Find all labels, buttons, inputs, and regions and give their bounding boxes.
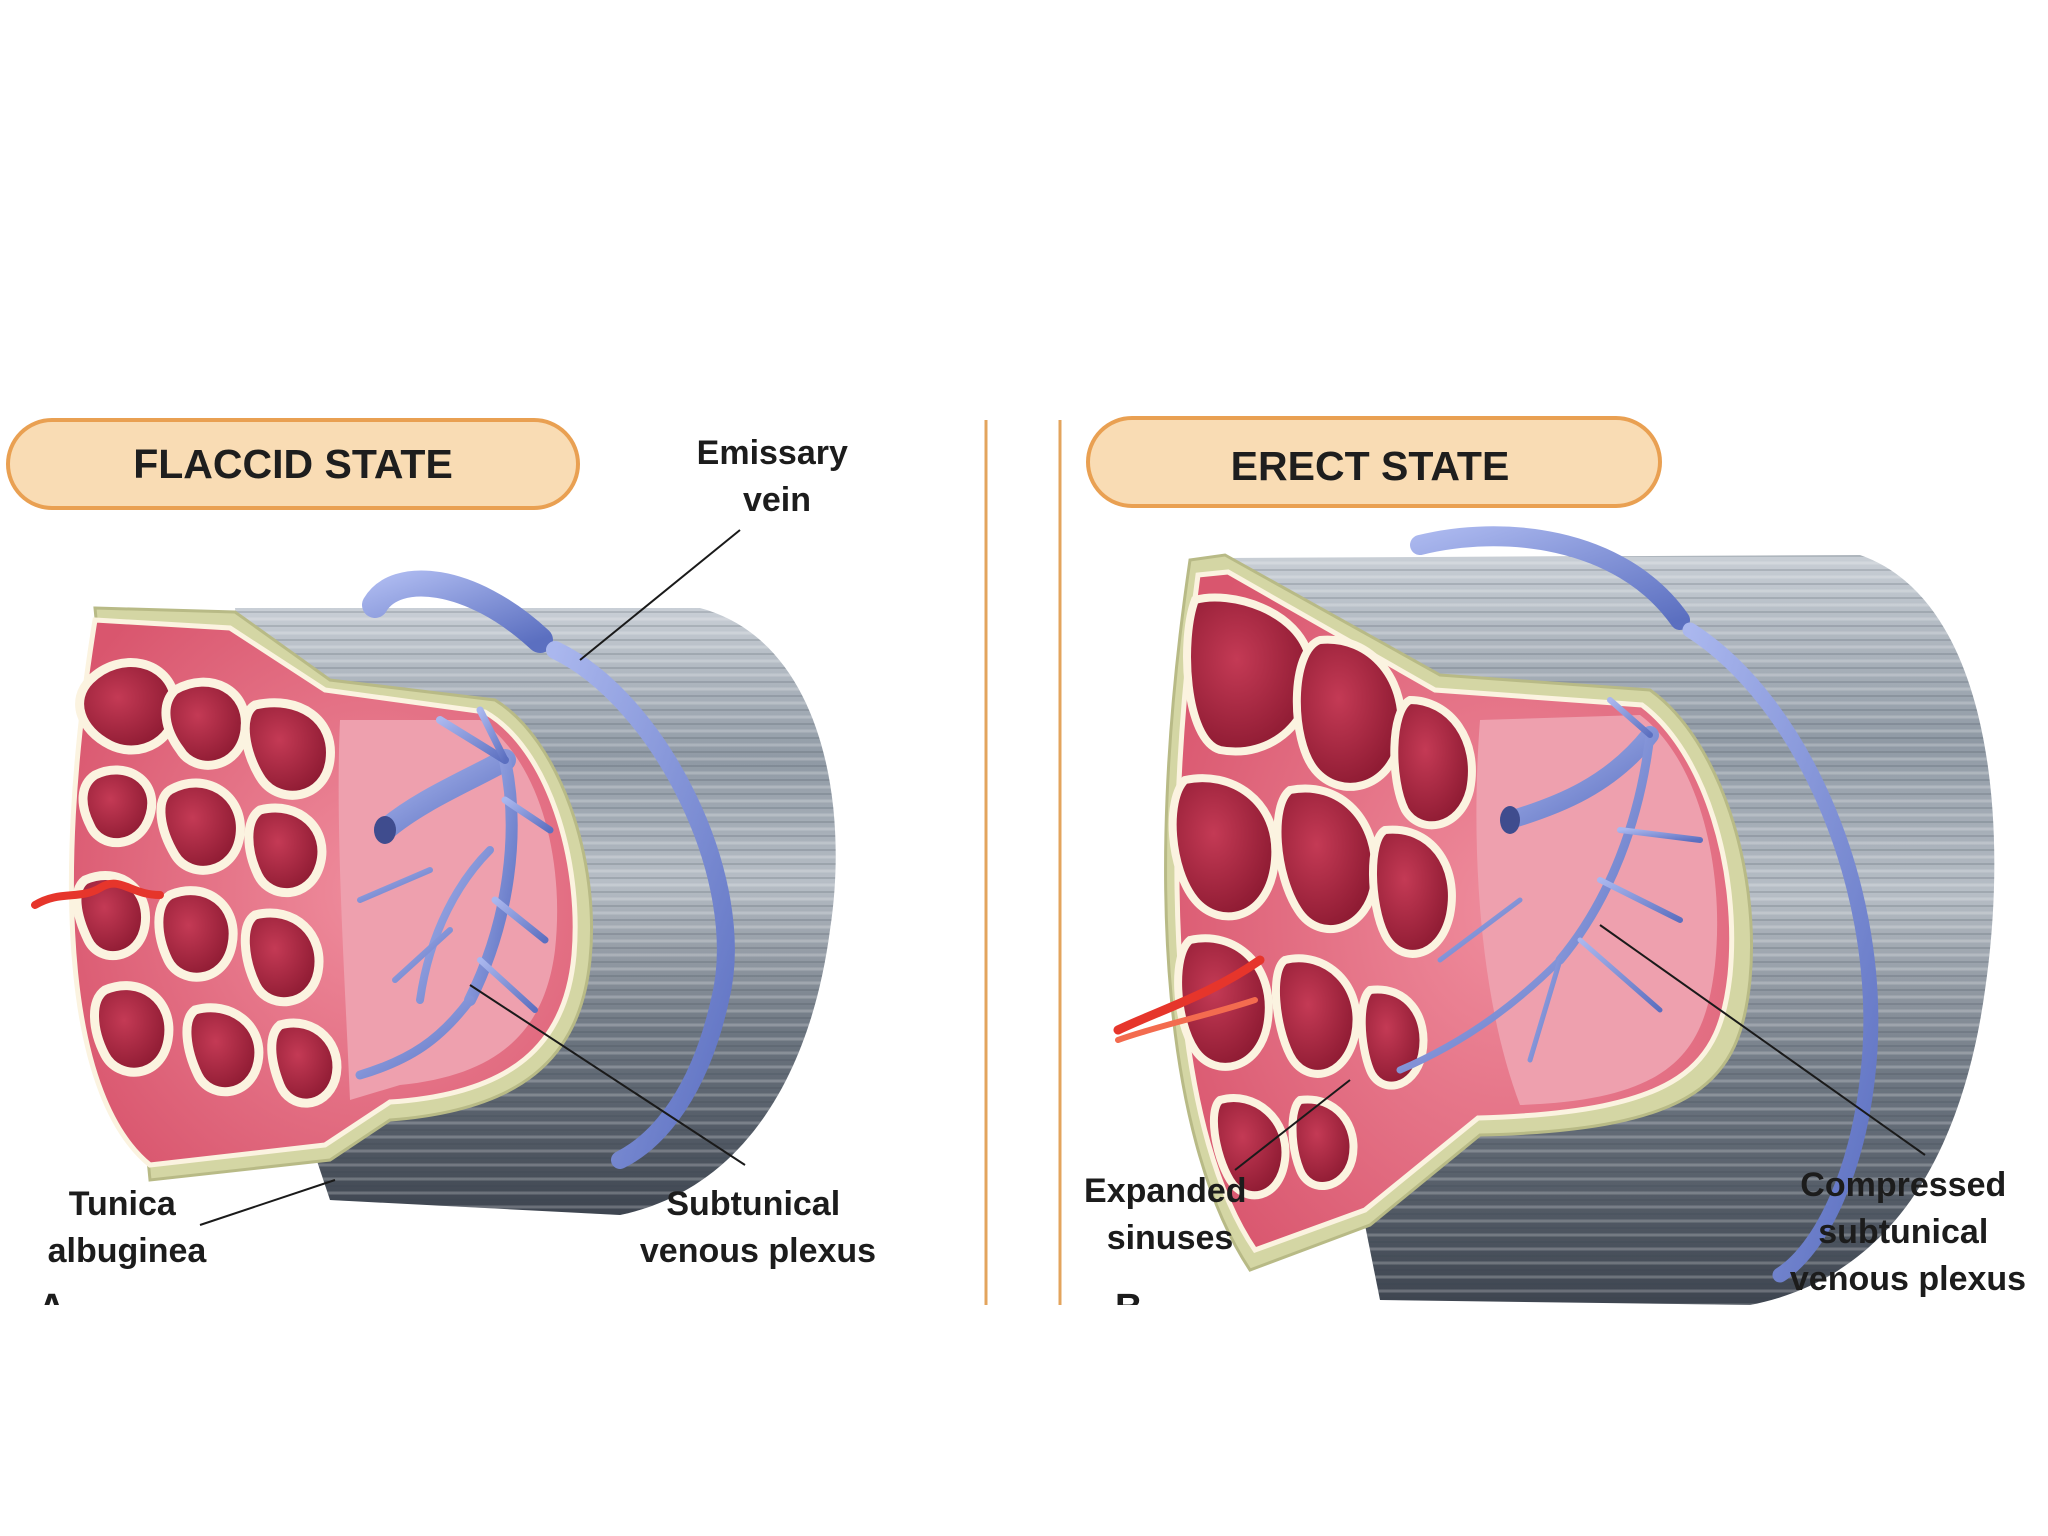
erect-artery bbox=[1113, 955, 1265, 1043]
flaccid-title-pill bbox=[6, 418, 580, 510]
emissary-label-line2: vein bbox=[743, 481, 811, 519]
flaccid-sinusoids bbox=[72, 658, 342, 1108]
emissary-leader bbox=[579, 529, 741, 661]
compressed-label-line3: venous plexus bbox=[1790, 1260, 2026, 1298]
sinuses-label-line1: Expanded bbox=[1084, 1172, 1246, 1210]
tunica-label: Tunica albuginea bbox=[48, 1185, 208, 1270]
erect-emissary-vein bbox=[1410, 526, 1879, 1283]
flaccid-vein-cut-end bbox=[374, 816, 396, 844]
flaccid-title: FLACCID STATE bbox=[133, 441, 453, 487]
plexus-label: Subtunical venous plexus bbox=[640, 1185, 876, 1270]
plexus-label-line1: Subtunical bbox=[666, 1185, 840, 1223]
plexus-label-line2: venous plexus bbox=[640, 1232, 876, 1270]
plexus-leader bbox=[469, 984, 746, 1166]
compressed-label: Compressed subtunical venous plexus bbox=[1790, 1166, 2026, 1298]
compressed-leader bbox=[1599, 924, 1926, 1156]
emissary-label-line1: Emissary bbox=[697, 434, 848, 472]
tunica-label-line2: albuginea bbox=[48, 1232, 208, 1270]
erect-title-pill bbox=[1086, 416, 1662, 508]
flaccid-venous-plexus bbox=[355, 706, 554, 1080]
panel-erect: ERECT STATE bbox=[1084, 416, 2026, 1329]
flaccid-artery bbox=[31, 879, 164, 909]
erect-title: ERECT STATE bbox=[1231, 443, 1510, 489]
compressed-label-line2: subtunical bbox=[1818, 1213, 1988, 1251]
erect-venous-plexus bbox=[1396, 697, 1703, 1074]
tunica-leader bbox=[199, 1179, 336, 1226]
sinuses-label-line2: sinuses bbox=[1107, 1219, 1234, 1257]
panel-flaccid: FLACCID STATE bbox=[6, 418, 876, 1329]
sinuses-leader bbox=[1234, 1079, 1351, 1171]
compressed-label-line1: Compressed bbox=[1800, 1166, 2006, 1204]
sinuses-label: Expanded sinuses bbox=[1084, 1172, 1256, 1257]
flaccid-emissary-vein bbox=[362, 570, 735, 1169]
erect-vein-cut-end bbox=[1500, 806, 1520, 834]
emissary-label: Emissary vein bbox=[697, 434, 858, 519]
bottom-crop bbox=[0, 1305, 2048, 1536]
tunica-label-line1: Tunica bbox=[69, 1185, 177, 1223]
